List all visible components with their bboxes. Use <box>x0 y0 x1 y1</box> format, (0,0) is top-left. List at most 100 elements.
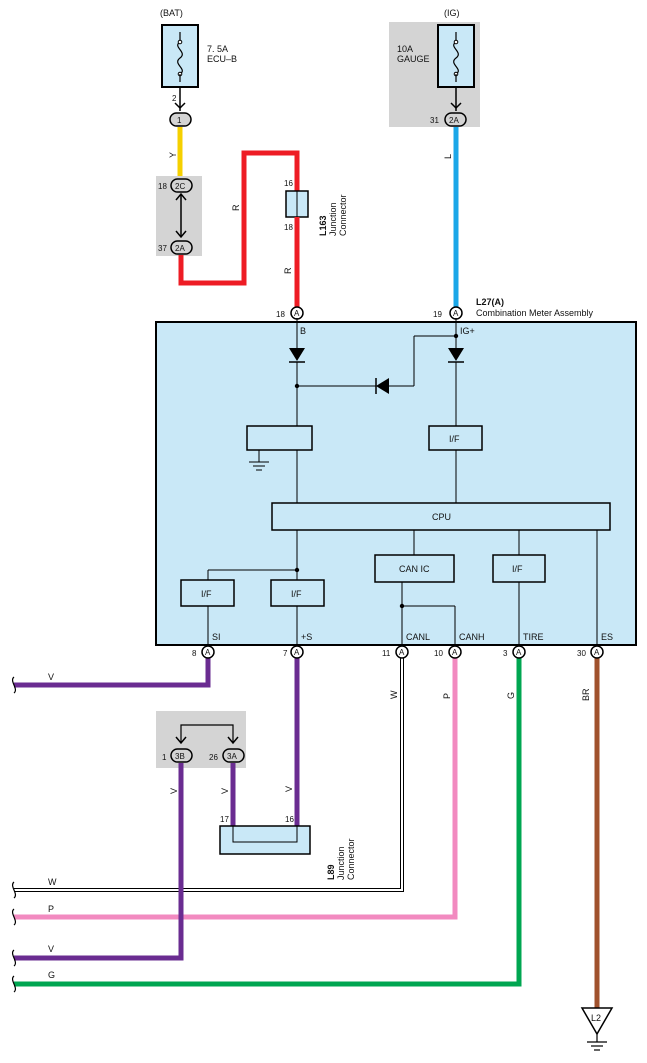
if-block-tire <box>492 554 546 583</box>
svg-text:10: 10 <box>434 649 443 658</box>
svg-text:A: A <box>399 648 405 657</box>
wire-label-g1: G <box>506 692 516 699</box>
wire-label-v1: V <box>48 672 54 682</box>
l163-name2: Connector <box>338 194 348 236</box>
diode-ig-icon <box>448 348 464 363</box>
svg-text:3: 3 <box>503 649 508 658</box>
cpu-label: CPU <box>432 512 451 522</box>
svg-text:I/F: I/F <box>449 434 460 444</box>
power-supply-block <box>246 425 313 451</box>
wire-red-a <box>178 150 300 286</box>
wire-label-r1: R <box>231 204 241 211</box>
svg-text:8: 8 <box>192 649 197 658</box>
wire-label-br: BR <box>581 688 591 701</box>
terminal-si-label: SI <box>212 632 221 642</box>
terminal-canh-label: CANH <box>459 632 485 642</box>
meter-internal-wiring <box>207 318 598 647</box>
terminal-es-label: ES <box>601 632 613 642</box>
terminal-s-label: +S <box>301 632 312 642</box>
wire-green <box>14 658 522 987</box>
l89-connector <box>219 825 311 855</box>
terminal-canl-label: CANL <box>406 632 430 642</box>
wire-break-marks <box>11 676 17 993</box>
meter-name: Combination Meter Assembly <box>476 308 594 318</box>
if-block-s <box>270 579 325 607</box>
can-ic-label: CAN IC <box>399 564 430 574</box>
wire-label-w2: W <box>48 877 57 887</box>
l163-pin-bottom: 18 <box>284 223 293 232</box>
ig-pin-num: 31 <box>430 116 439 125</box>
wire-label-p2: P <box>48 904 54 914</box>
l89-pin-left: 17 <box>220 815 229 824</box>
meter-pin-ig-label: IG+ <box>460 326 475 336</box>
wire-label-r2: R <box>283 267 293 274</box>
wire-pink <box>14 658 458 920</box>
connector-2a-top <box>170 240 193 255</box>
l89-name1: Junction <box>336 846 346 880</box>
can-ic-block <box>374 554 455 583</box>
jb-top-pin2: 37 <box>158 244 167 253</box>
svg-text:A: A <box>294 648 300 657</box>
svg-text:A: A <box>452 648 458 657</box>
wire-violet-si <box>14 658 211 688</box>
connector-3a <box>222 748 245 763</box>
ig-fuse-rating: 10A <box>397 44 413 54</box>
l163-id: L163 <box>318 215 328 236</box>
meter-id: L27(A) <box>476 297 504 307</box>
wire-label-g2: G <box>48 970 55 980</box>
meter-pin-b-label: B <box>300 326 306 336</box>
svg-text:30: 30 <box>577 649 586 658</box>
l163-pin-top: 16 <box>284 179 293 188</box>
connector-3b <box>170 748 193 763</box>
ig-fuse-name: GAUGE <box>397 54 430 64</box>
meter-pin-b-num: 18 <box>276 310 285 319</box>
l89-name2: Connector <box>346 838 356 880</box>
svg-text:3B: 3B <box>175 752 185 761</box>
wire-label-v5: V <box>220 788 230 794</box>
svg-text:A: A <box>516 648 522 657</box>
jb-bottom-pin1: 1 <box>162 753 167 762</box>
ig-label: (IG) <box>444 8 460 18</box>
connector-2a-ig <box>444 112 467 127</box>
jb-top-pin1: 18 <box>158 182 167 191</box>
bat-pin-num: 2 <box>172 94 177 103</box>
if-block-ig <box>428 425 483 451</box>
l89-pin-right: 16 <box>285 815 294 824</box>
svg-text:A: A <box>294 309 300 318</box>
svg-text:11: 11 <box>382 649 391 658</box>
l89-id: L89 <box>326 864 336 880</box>
wire-label-p1: P <box>442 693 452 699</box>
connector-2a-top-label: 2A <box>175 244 185 253</box>
svg-text:3A: 3A <box>227 752 237 761</box>
jb-bottom-pin2: 26 <box>209 753 218 762</box>
if-block-si <box>180 579 235 607</box>
svg-text:I/F: I/F <box>201 589 212 599</box>
meter-bottom-terminals: 8 A 7 A 11 A 10 A 3 A 30 A <box>192 645 604 659</box>
svg-text:A: A <box>594 648 600 657</box>
bat-fuse-rating: 7. 5A <box>207 44 228 54</box>
bat-label: (BAT) <box>160 8 183 18</box>
ground-l2-icon <box>580 1007 614 1051</box>
bat-fuse-name: ECU–B <box>207 54 237 64</box>
svg-text:I/F: I/F <box>512 564 523 574</box>
svg-text:7: 7 <box>283 649 288 658</box>
connector-2c-label: 2C <box>175 182 185 191</box>
wire-label-w1: W <box>389 690 399 699</box>
wire-label-y: Y <box>168 152 178 158</box>
connector-2c <box>170 178 193 193</box>
diode-b-icon <box>289 348 305 363</box>
combination-meter-box <box>155 321 637 646</box>
bat-fuse-icon <box>177 32 183 82</box>
wire-white <box>14 658 403 891</box>
ig-fuse-icon <box>453 32 459 82</box>
cpu-block <box>271 502 611 531</box>
l163-name1: Junction <box>328 202 338 236</box>
terminal-tire-label: TIRE <box>523 632 544 642</box>
wire-label-v3: V <box>169 788 179 794</box>
svg-text:A: A <box>453 309 459 318</box>
connector-1 <box>169 112 192 127</box>
connector-1-label: 1 <box>177 116 182 125</box>
svg-text:I/F: I/F <box>291 589 302 599</box>
ground-l2-label: L2 <box>591 1013 601 1023</box>
